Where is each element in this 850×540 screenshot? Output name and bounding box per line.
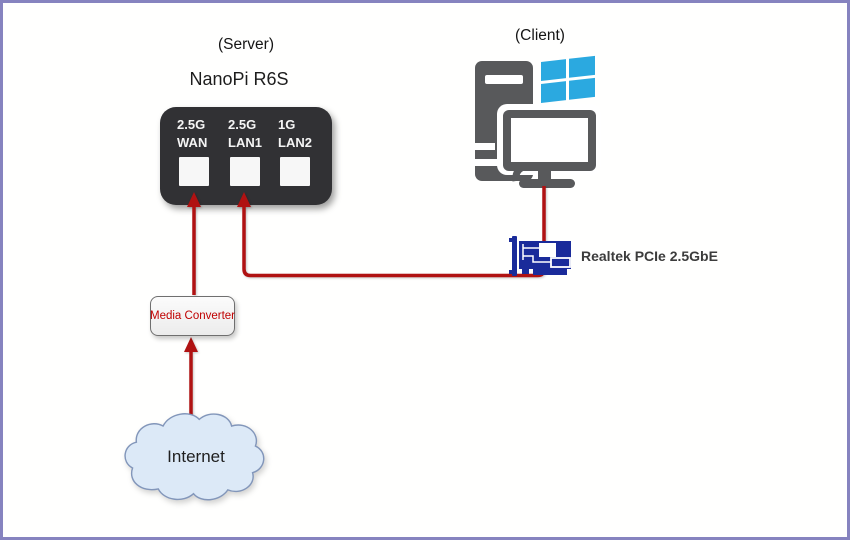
port-lan2-jack — [280, 157, 310, 186]
media-converter-label: Media Converter — [150, 310, 236, 322]
nanopi-device-box: 2.5G WAN 2.5G LAN1 1G LAN2 — [160, 107, 332, 205]
server-device-name: NanoPi R6S — [189, 69, 289, 89]
arrowhead-converter — [184, 337, 198, 352]
port-lan1-jack — [230, 157, 260, 186]
client-caption: (Client) — [515, 27, 565, 44]
internet-label: Internet — [167, 447, 225, 466]
port-wan-speed: 2.5G — [177, 117, 206, 132]
nic-label: Realtek PCIe 2.5GbE — [581, 248, 718, 264]
port-lan2: 1G LAN2 — [278, 116, 326, 152]
port-lan2-speed: 1G — [278, 117, 296, 132]
media-converter-box: Media Converter — [150, 296, 235, 336]
internet-cloud-icon — [124, 413, 265, 501]
port-lan1-name: LAN1 — [228, 135, 262, 150]
windows-logo-icon — [541, 55, 595, 103]
desktop-pc-icon — [471, 55, 601, 188]
port-wan: 2.5G WAN — [177, 116, 225, 152]
nic-card-icon — [509, 236, 571, 276]
port-wan-jack — [179, 157, 209, 186]
port-lan2-name: LAN2 — [278, 135, 312, 150]
pc-monitor — [497, 104, 601, 188]
port-lan1: 2.5G LAN1 — [228, 116, 276, 152]
port-wan-name: WAN — [177, 135, 208, 150]
server-caption: (Server) — [218, 36, 274, 53]
port-lan1-speed: 2.5G — [228, 117, 257, 132]
